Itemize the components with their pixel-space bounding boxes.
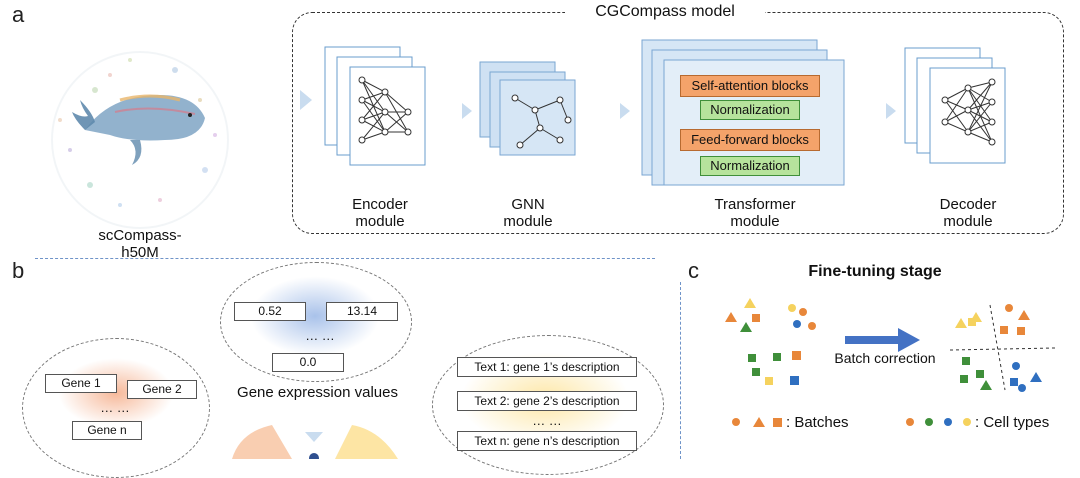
expression-caption: Gene expression values — [237, 384, 398, 401]
normalization-block-2: Normalization — [700, 156, 800, 176]
gene-n-box: Gene n — [72, 421, 142, 440]
feed-forward-block: Feed-forward blocks — [680, 129, 820, 151]
text-1-box: Text 1: gene 1’s description — [457, 357, 637, 377]
batches-legend-icons — [732, 417, 782, 427]
cell-types-legend-label: : Cell types — [975, 414, 1050, 431]
gene-1-box: Gene 1 — [45, 374, 117, 393]
vertical-divider — [680, 282, 681, 459]
expression-ellipse — [220, 262, 412, 382]
normalization-block-1: Normalization — [700, 100, 800, 120]
text-ellipsis: … … — [532, 413, 562, 428]
flow-arrow-icon — [886, 103, 896, 119]
batches-after-icons — [949, 304, 1056, 392]
fine-tuning-title: Fine-tuning stage — [808, 263, 942, 280]
encoder-network-icon — [324, 46, 426, 166]
expression-value-3: 0.0 — [272, 353, 344, 372]
gene-ellipsis: … … — [100, 400, 130, 415]
dataset-label: scCompass-h50M — [98, 227, 182, 261]
expression-value-2: 13.14 — [326, 302, 398, 321]
cell-types-legend-icons — [906, 418, 971, 426]
text-n-box: Text n: gene n’s description — [457, 431, 637, 451]
text-2-box: Text 2: gene 2’s description — [457, 391, 637, 411]
self-attention-block: Self-attention blocks — [680, 75, 820, 97]
flow-arrow-icon — [462, 103, 472, 119]
node-dot-icon — [309, 453, 319, 459]
whale-illustration — [51, 51, 229, 229]
panel-b-letter: b — [12, 258, 25, 283]
gnn-graph-icon — [479, 61, 576, 156]
decoder-network-icon — [904, 47, 1006, 164]
flow-arrow-icon — [620, 103, 630, 119]
flow-arrow-icon — [300, 90, 312, 110]
model-title: CGCompass model — [565, 3, 765, 20]
gene-2-box: Gene 2 — [127, 380, 197, 399]
panel-a-letter: a — [12, 2, 25, 27]
expression-ellipsis: … … — [305, 328, 335, 343]
down-arrow-icon — [305, 432, 323, 442]
batch-correction-arrow-icon — [898, 328, 920, 352]
horizontal-divider — [35, 258, 655, 259]
expression-value-1: 0.52 — [234, 302, 306, 321]
batches-before-icons — [725, 298, 816, 385]
batch-correction-label: Batch correction — [834, 350, 936, 366]
panel-c-letter: c — [688, 258, 699, 283]
convergence-graphic — [232, 425, 398, 459]
batch-correction-graphic — [725, 298, 1056, 427]
batches-legend-label: : Batches — [786, 414, 849, 431]
